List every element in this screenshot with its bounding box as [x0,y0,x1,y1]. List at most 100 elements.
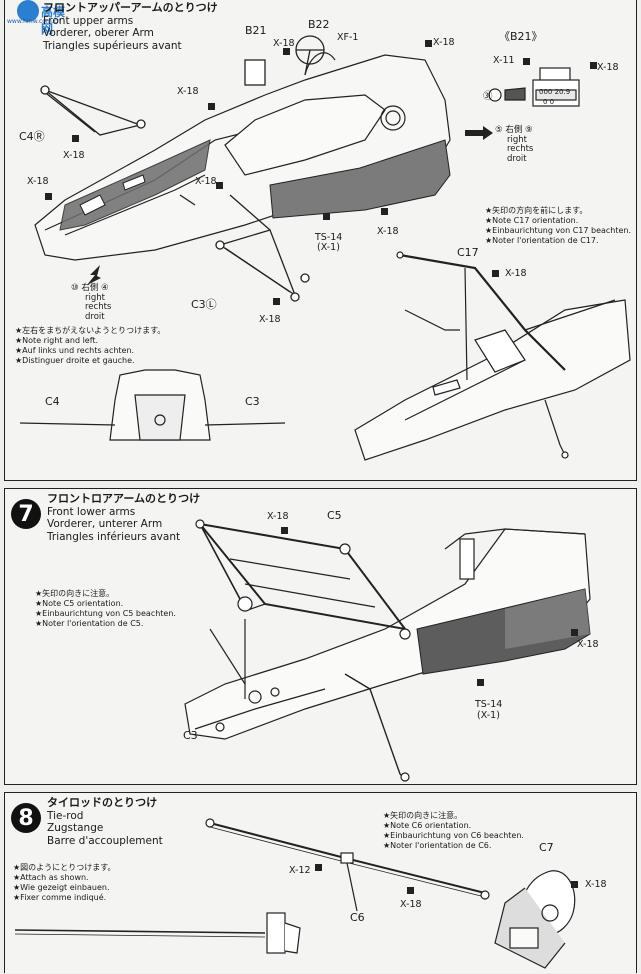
callout-num2: ④ [101,283,109,293]
note-line: ★左右をまちがえないようとりつけます。 [15,326,166,335]
label-c3-front: C3 [245,395,260,408]
label-xf1: XF-1 [337,32,359,43]
step-6-title-fr: Triangles supérieurs avant [43,39,182,52]
step-7-title-fr: Triangles inférieurs avant [47,530,181,543]
callout-en: right [507,134,527,145]
callout-jp: 右側 [81,283,99,293]
label-ts14-sub: (X-1) [317,242,340,253]
note-line: ★Noter l'orientation de C6. [383,841,492,850]
label-x18-a: X-18 [400,899,422,910]
label-x18-i: X-18 [597,62,619,73]
callout-de: rechts [507,144,534,154]
step-7-number: 7 [11,499,41,529]
label-c4r: C4Ⓡ [19,130,45,143]
label-x18-d: X-18 [63,150,85,161]
label-x18-b: X-18 [433,37,455,48]
label-c17: C17 [457,246,479,259]
step-6-diagram [19,35,631,461]
step-8-diagram [14,818,578,969]
label-ts14: TS-14 [315,232,343,243]
note-left-right: ★左右をまちがえないようとりつけます。 ★Note right and left… [15,326,165,366]
watermark-badge [17,0,39,22]
callout-fr: droit [85,311,105,322]
note-line: ★Note C5 orientation. [35,599,124,608]
step-8-title-jp: タイロッドのとりつけ [47,796,158,809]
note-line: ★Note C17 orientation. [485,216,579,225]
label-b21: B21 [245,24,267,37]
label-x18-h: X-18 [259,314,281,325]
gauge-readout-1: 000 20.9 [539,88,571,96]
note-line: ★矢印の向きに注意。 [35,589,115,598]
note-line: ★Note right and left. [15,336,99,345]
callout-num2: ⑨ [525,125,533,135]
step-8-title-en: Tie-rod [47,809,84,822]
callout-jp: 右側 [505,125,523,135]
note-line: ★Auf links und rechts achten. [15,346,135,355]
watermark-text: 高模网 [41,5,66,36]
label-x18-b: X-18 [585,879,607,890]
note-line: ★図のようにとりつけます。 [13,863,116,872]
note-line: ★Einbaurichtung von C5 beachten. [35,609,176,618]
note-c17: ★矢印の方向を前にします。 ★Note C17 orientation. ★Ei… [485,206,631,246]
right-callout-bottom: ⑩ 右側 ④ right rechts droit [71,283,112,322]
note-line: ★矢印の向きに注意。 [383,811,463,820]
note-line: ★Wie gezeigt einbauen. [13,883,110,892]
step-8-title: タイロッドのとりつけ Tie-rod Zugstange Barre d'acc… [47,796,163,847]
callout-num: ⑤ [495,125,503,135]
note-line: ★Noter l'orientation de C17. [485,236,599,245]
label-c6: C6 [350,911,365,924]
gauge-readout-2: 0 0 [543,98,555,106]
label-x18-b: X-18 [577,639,599,650]
note-c5: ★矢印の向きに注意。 ★Note C5 orientation. ★Einbau… [35,589,176,629]
step-6-panel: 高模网 www.hmw.com.cn フロントアッパーアームのとりつけ Fron… [4,0,637,481]
label-x18-g: X-18 [377,226,399,237]
note-line: ★Note C6 orientation. [383,821,472,830]
note-c6: ★矢印の向きに注意。 ★Note C6 orientation. ★Einbau… [383,811,524,851]
label-x18-j: X-18 [505,268,527,279]
right-callout-top: ⑤ 右側 ⑨ right rechts droit [495,125,534,164]
step-8-title-fr: Barre d'accouplement [47,834,163,847]
note-line: ★Distinguer droite et gauche. [15,356,135,365]
step-7-diagram [184,519,591,782]
label-x18-e: X-18 [27,176,49,187]
watermark-url: www.hmw.com.cn [7,18,61,25]
callout-en: right [85,292,105,303]
label-ts14-sub: (X-1) [477,710,500,721]
step-8-title-de: Zugstange [47,822,104,834]
step-6-title-de: Vorderer, oberer Arm [43,27,154,39]
step-6-title-en: Front upper arms [43,14,134,27]
step-6-title: フロントアッパーアームのとりつけ Front upper arms Vorder… [43,1,218,52]
note-line: ★Einbaurichtung von C17 beachten. [485,226,632,235]
step-8-number: 8 [11,803,41,833]
callout-de: rechts [85,302,112,312]
step-8-panel: 8 タイロッドのとりつけ Tie-rod Zugstange Barre d'a… [4,792,637,973]
step-7-title: フロントロアアームのとりつけ Front lower arms Vorderer… [47,492,201,543]
label-ts14: TS-14 [475,699,503,710]
step-7-title-jp: フロントロアアームのとりつけ [47,492,201,505]
step-7-title-en: Front lower arms [47,505,136,518]
note-line: ★矢印の方向を前にします。 [485,206,588,215]
label-c3: C3 [183,729,198,742]
note-attach: ★図のようにとりつけます。 ★Attach as shown. ★Wie gez… [13,863,115,903]
label-c4-front: C4 [45,395,60,408]
note-line: ★Einbaurichtung von C6 beachten. [383,831,524,840]
label-b21-inset: 《B21》 [499,30,543,43]
label-c3l: C3Ⓛ [191,298,217,311]
label-x11: X-11 [493,55,515,66]
label-x12: X-12 [289,865,311,876]
label-x18-a: X-18 [267,511,289,522]
label-b22: B22 [308,18,330,31]
note-line: ★Fixer comme indiqué. [13,893,107,902]
step-7-title-de: Vorderer, unterer Arm [47,518,163,530]
step-7-panel: 7 フロントロアアームのとりつけ Front lower arms Vorder… [4,488,637,785]
label-x18-a: X-18 [273,38,295,49]
callout-num: ⑩ [71,283,79,293]
step-6-title-jp: フロントアッパーアームのとりつけ [43,1,218,14]
label-x18-c: X-18 [177,86,199,97]
label-part-31: ㉛ [483,91,493,102]
label-c7: C7 [539,841,554,854]
label-x18-f: X-18 [195,176,217,187]
callout-fr: droit [507,153,527,164]
note-line: ★Attach as shown. [13,873,89,882]
watermark-logo: 高模网 www.hmw.com.cn [5,0,75,36]
